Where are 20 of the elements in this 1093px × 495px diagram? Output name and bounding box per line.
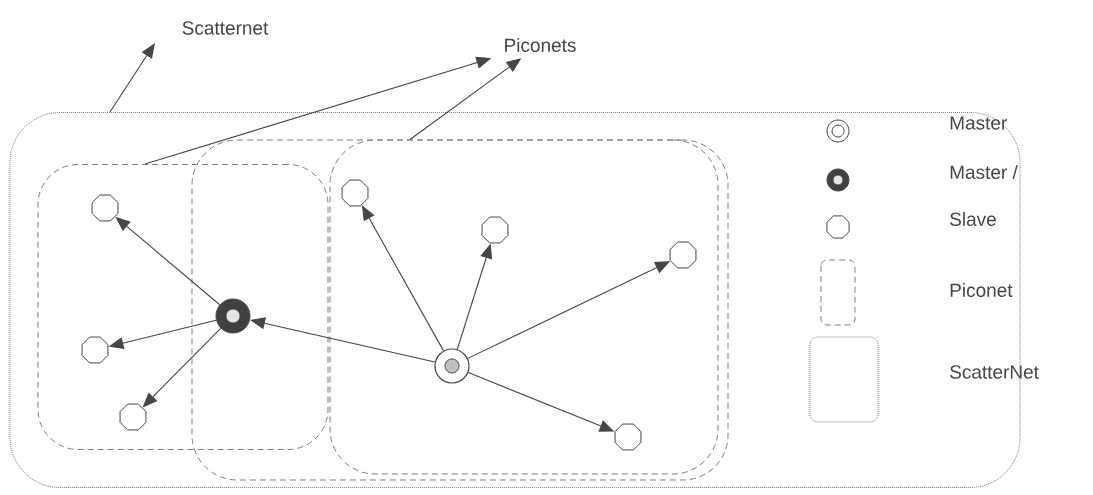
master-ring [434,348,470,384]
legend-label: Master / [950,165,1018,179]
slave-octagon [481,216,509,244]
callout-label: Piconets [505,38,576,52]
slave-octagon [341,179,369,207]
callout-label: Scatternet [182,21,269,35]
arrow [250,317,436,363]
legend-label: Piconet [950,283,1013,297]
legend-label: ScatterNet [950,365,1039,379]
slave-octagon [614,423,642,451]
slave-octagon [81,336,109,364]
slave-octagon [119,403,147,431]
slave-octagon [91,194,119,222]
master-slave-ring [215,298,251,334]
slave-octagon [669,241,697,269]
piconet-outline [191,139,729,481]
piconet-outline [37,164,329,450]
legend-label: Master [950,116,1007,130]
legend-label: Slave [950,212,996,226]
piconet-outline [329,139,719,475]
